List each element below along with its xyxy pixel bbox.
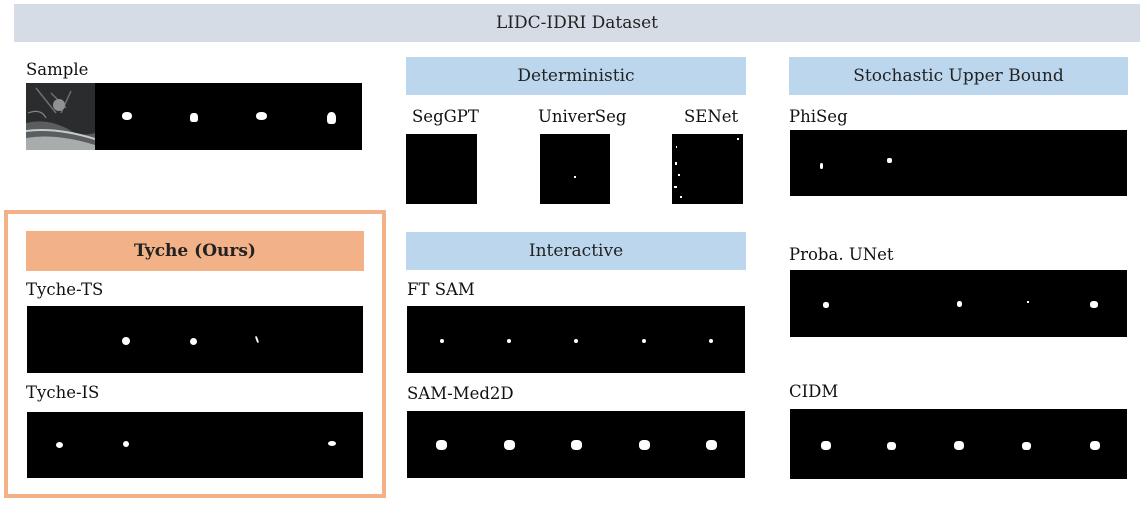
probaunet-mask-4 bbox=[1090, 301, 1098, 308]
tyche-header: Tyche (Ours) bbox=[26, 231, 364, 271]
sam-med2d-output bbox=[407, 411, 745, 478]
tyche-is-output bbox=[27, 412, 363, 478]
sam-med2d-mask-5 bbox=[706, 440, 717, 450]
deterministic-header-text: Deterministic bbox=[517, 66, 635, 86]
tyche-is-mask-1 bbox=[56, 442, 63, 448]
method-label-senet: SENet bbox=[684, 107, 739, 126]
variant-label-tyche-ts: Tyche-TS bbox=[26, 280, 104, 299]
ft-sam-mask-4 bbox=[642, 339, 646, 343]
probaunet-mask-2 bbox=[957, 301, 962, 307]
sample-mask-1 bbox=[122, 112, 132, 120]
deterministic-header: Deterministic bbox=[406, 57, 746, 95]
method-label-phiseg: PhiSeg bbox=[789, 107, 848, 126]
tyche-ts-output bbox=[27, 306, 363, 373]
method-label-seggpt: SegGPT bbox=[412, 107, 479, 126]
sample-mask-4 bbox=[327, 112, 336, 124]
variant-label-tyche-is: Tyche-IS bbox=[26, 383, 100, 402]
sam-med2d-mask-1 bbox=[436, 440, 447, 450]
stochastic-header-text: Stochastic Upper Bound bbox=[853, 66, 1064, 86]
senet-noise-6 bbox=[676, 146, 677, 148]
ft-sam-mask-5 bbox=[709, 339, 713, 343]
tyche-is-mask-2 bbox=[123, 441, 129, 447]
ct-scan-image bbox=[26, 83, 95, 150]
senet-noise-3 bbox=[674, 186, 677, 188]
method-label-sam-med2d: SAM-Med2D bbox=[407, 384, 514, 403]
universeg-output bbox=[540, 134, 610, 204]
interactive-header-text: Interactive bbox=[528, 241, 624, 261]
interactive-header: Interactive bbox=[406, 232, 746, 270]
tyche-ts-mask-1 bbox=[122, 337, 130, 345]
seggpt-output bbox=[406, 134, 477, 204]
probaunet-mask-1 bbox=[823, 302, 829, 308]
senet-noise-5 bbox=[737, 138, 739, 140]
cidm-mask-3 bbox=[954, 441, 964, 450]
dataset-title-bar: LIDC-IDRI Dataset bbox=[14, 4, 1140, 42]
sample-mask-2 bbox=[190, 113, 198, 122]
ft-sam-mask-1 bbox=[440, 339, 444, 343]
tyche-is-mask-3 bbox=[328, 441, 336, 446]
ft-sam-mask-3 bbox=[574, 339, 578, 343]
dataset-title: LIDC-IDRI Dataset bbox=[496, 13, 658, 33]
method-label-universeg: UniverSeg bbox=[538, 107, 627, 126]
tyche-section-frame bbox=[4, 210, 386, 498]
cidm-output bbox=[790, 409, 1127, 479]
phiseg-mask-2 bbox=[887, 158, 892, 163]
tyche-ts-mask-2 bbox=[190, 338, 197, 345]
sample-mask-3 bbox=[256, 112, 267, 120]
sam-med2d-mask-3 bbox=[571, 440, 582, 450]
sample-strip bbox=[26, 83, 362, 150]
cidm-mask-5 bbox=[1090, 441, 1100, 450]
cidm-mask-1 bbox=[821, 441, 831, 450]
phiseg-output bbox=[790, 130, 1127, 196]
tyche-ts-mask-3 bbox=[254, 335, 260, 344]
phiseg-mask-1 bbox=[820, 163, 823, 169]
method-label-probaunet: Proba. UNet bbox=[789, 245, 894, 264]
ft-sam-output bbox=[407, 306, 745, 373]
senet-output bbox=[672, 134, 743, 204]
probaunet-output bbox=[790, 270, 1127, 337]
senet-noise-4 bbox=[680, 196, 682, 198]
cidm-mask-4 bbox=[1022, 442, 1031, 450]
tyche-header-text: Tyche (Ours) bbox=[134, 241, 256, 261]
universeg-speck bbox=[574, 176, 576, 178]
senet-noise-2 bbox=[678, 174, 680, 176]
method-label-cidm: CIDM bbox=[789, 382, 839, 401]
cidm-mask-2 bbox=[887, 442, 896, 450]
stochastic-header: Stochastic Upper Bound bbox=[789, 57, 1128, 95]
method-label-ft-sam: FT SAM bbox=[407, 280, 475, 299]
sample-label: Sample bbox=[26, 60, 89, 79]
senet-noise-1 bbox=[675, 162, 677, 165]
ft-sam-mask-2 bbox=[507, 339, 511, 343]
probaunet-mask-3 bbox=[1027, 301, 1029, 303]
sam-med2d-mask-2 bbox=[504, 440, 515, 450]
sam-med2d-mask-4 bbox=[639, 440, 650, 450]
